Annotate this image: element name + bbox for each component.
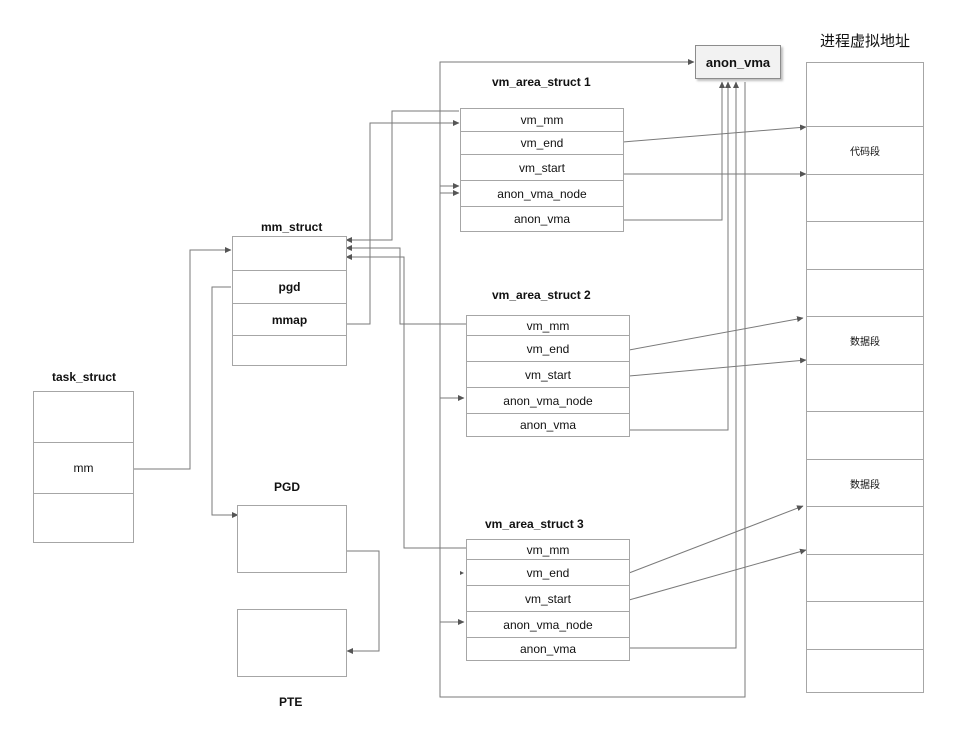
vma-field-vm-mm: vm_mm [526,318,570,333]
address-segment [807,221,923,269]
address-segment [807,269,923,316]
address-segment-data: 数据段 [807,459,923,506]
link-vma2-vm-mm [345,245,466,325]
mm-struct-row [233,335,346,365]
link-pgd-to-pte [346,550,380,654]
link-vma3-vm-start [628,548,807,601]
vma-box-3: vm_mm vm_end vm_start anon_vma_node anon… [466,539,630,661]
link-vma3-vm-end [628,505,804,574]
address-segment [807,63,923,126]
mm-struct-mmap-field: mmap [233,303,346,335]
address-segment [807,649,923,692]
task-struct-row [34,392,133,442]
address-segment [807,411,923,459]
vma-title: vm_area_struct 2 [492,288,591,302]
address-segment [807,554,923,601]
address-segment-data: 数据段 [807,316,923,364]
pte-table-box [237,609,347,677]
task-struct-mm-field: mm [34,442,133,493]
anon-vma-box: anon_vma [695,45,781,79]
address-segment [807,364,923,411]
link-vma2-vm-end [628,316,804,351]
vma-box-2: vm_mm vm_end vm_start anon_vma_node anon… [466,315,630,437]
vma-title: vm_area_struct 1 [492,75,591,89]
link-vma2-vm-start [628,357,807,377]
link-vma3-vm-mm [345,254,466,549]
pgd-title: PGD [274,480,301,494]
pgd-table-box [237,505,347,573]
vma-title: vm_area_struct 3 [485,517,584,531]
vma-field-anon-vma-node: anon_vma_node [467,611,629,637]
vma-field-vm-start: vm_start [461,154,623,180]
vma-field-anon-vma: anon_vma [461,206,623,231]
link-anon-vma-node-chain [439,59,746,698]
link-vma1-vm-end [622,124,807,143]
mm-struct-pgd-field: pgd [233,270,346,303]
link-vma1-vm-mm [345,110,459,243]
address-segment [807,174,923,221]
pte-title: PTE [279,695,303,709]
mm-struct-row [233,237,346,270]
vma-field-vm-start: vm_start [467,585,629,611]
task-struct-box: mm [33,391,134,543]
link-mmap-to-vma1 [346,120,460,325]
vma-box-1: vm_mm vm_end vm_start anon_vma_node anon… [460,108,624,232]
vma-field-anon-vma-node: anon_vma_node [467,387,629,413]
link-vma3-anon-vma [629,81,739,649]
address-segment [807,601,923,649]
link-vma1-anon-vma [623,81,725,221]
link-pgd-to-pgd-table [211,286,239,518]
address-segment [807,506,923,554]
vma-field-vm-start: vm_start [467,361,629,387]
task-struct-title: task_struct [52,370,117,384]
mm-struct-box: pgd mmap [232,236,347,366]
address-segment-code: 代码段 [807,126,923,174]
vma-field-anon-vma: anon_vma [467,413,629,436]
mm-struct-title: mm_struct [261,220,323,234]
vma-field-vm-mm: vm_mm [526,542,570,557]
vma-field-anon-vma: anon_vma [467,637,629,660]
vma-field-vm-end: vm_end [461,131,623,154]
vma-field-vm-end: vm_end [467,559,629,585]
vma-field-anon-vma-node: anon_vma_node [461,180,623,206]
vma-field-vm-mm: vm_mm [520,113,564,127]
vma-field-vm-end: vm_end [467,335,629,361]
link-vma2-anon-vma [629,81,731,431]
task-struct-row [34,493,133,542]
address-space-column: 代码段 数据段 数据段 [806,62,924,693]
address-space-title: 进程虚拟地址 [820,32,911,50]
link-mm-to-mm-struct [133,247,232,470]
